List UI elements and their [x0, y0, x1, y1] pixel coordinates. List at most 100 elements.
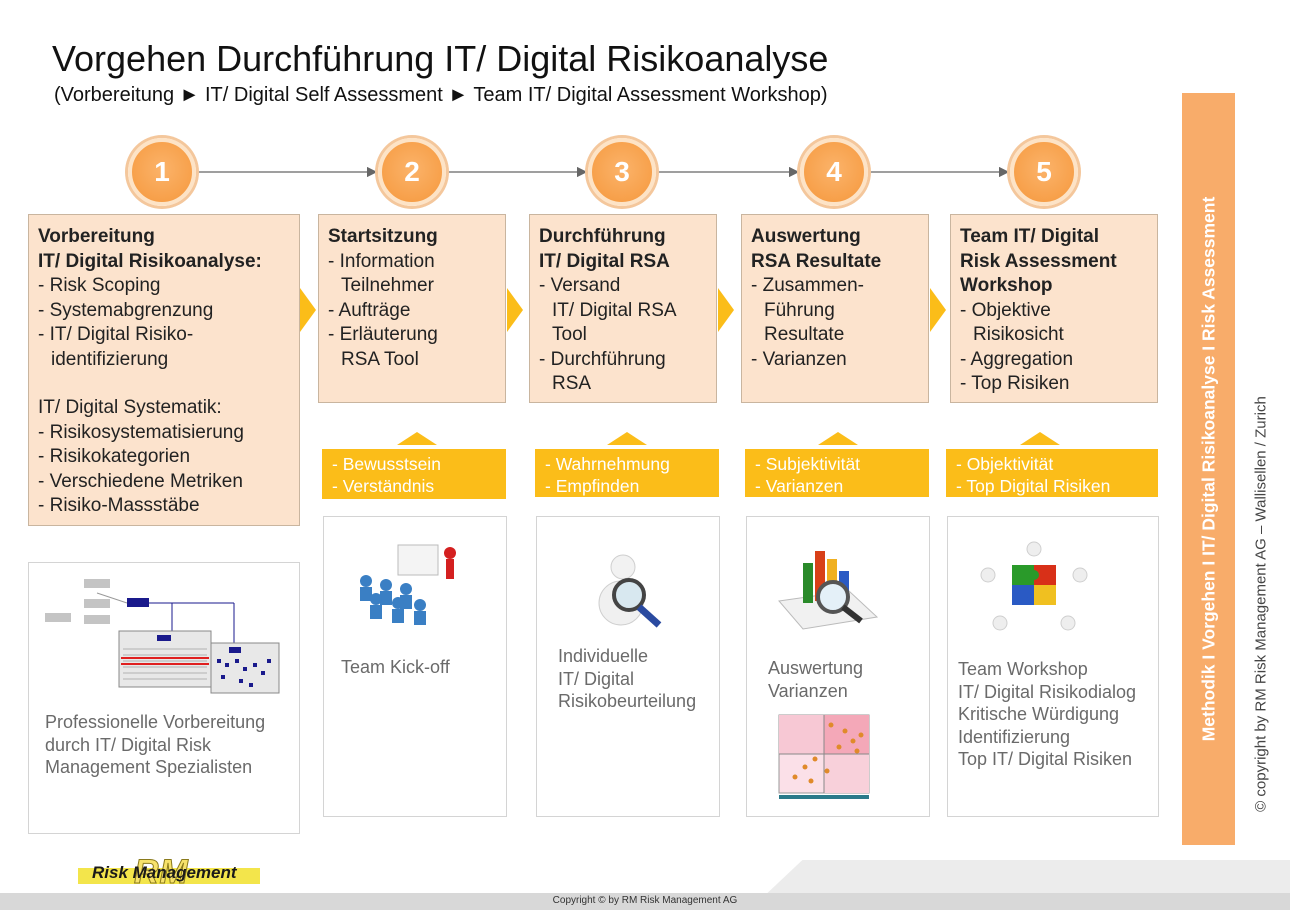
logo-bar — [78, 868, 260, 884]
step-bullet: - Risk Scoping — [38, 275, 161, 296]
callout-pointer — [397, 432, 437, 445]
step-bullet: Risikosicht — [973, 324, 1064, 345]
step-heading: Durchführung — [539, 226, 666, 247]
step-2-number: 2 — [378, 138, 446, 206]
card-caption-line: Identifizierung — [958, 726, 1071, 747]
chevron-right-icon — [507, 288, 523, 332]
side-band-label: Methodik I Vorgehen I IT/ Digital Risiko… — [1198, 196, 1218, 742]
card-caption-line: Varianzen — [768, 680, 848, 701]
callout-line: - Objektivität — [956, 454, 1054, 474]
step-heading: Team IT/ Digital — [960, 226, 1100, 247]
step-bullet: - IT/ Digital Risiko- — [38, 324, 194, 345]
step-bullet: - Risikosystematisierung — [38, 421, 244, 443]
step-bullet: - Risiko-Massstäbe — [38, 495, 200, 516]
page-subtitle: (Vorbereitung ► IT/ Digital Self Assessm… — [54, 84, 828, 106]
step-bullet: - Durchführung — [539, 348, 666, 370]
step-bullet: - Systemabgrenzung — [38, 299, 214, 321]
card-caption-line: Top IT/ Digital Risiken — [958, 749, 1133, 769]
step-bullet: - Information — [328, 250, 435, 272]
chevron-right-icon — [300, 288, 316, 332]
step-bullet: Führung — [764, 299, 835, 321]
step-bullet: Resultate — [764, 324, 845, 345]
callout-line: - Verständnis — [332, 476, 435, 496]
step-bullet: Tool — [552, 324, 587, 345]
card-caption-line: IT/ Digital — [558, 668, 635, 689]
team-meeting-illustration — [360, 544, 456, 625]
chevron-right-icon — [930, 288, 946, 332]
magnifier-figure-illustration — [598, 554, 662, 628]
card-caption-line: Professionelle Vorbereitung — [45, 712, 266, 732]
step-heading: IT/ Digital RSA — [539, 250, 670, 272]
callout-line: - Top Digital Risiken — [956, 476, 1111, 496]
step-bullet: Teilnehmer — [341, 275, 434, 296]
page-title: Vorgehen Durchführung IT/ Digital Risiko… — [52, 38, 829, 79]
step-5-number: 5 — [1010, 138, 1078, 206]
risk-matrix-thumbnail — [778, 714, 870, 799]
logo-mark: RM — [134, 853, 189, 892]
step-bullet: - Objektive — [960, 299, 1051, 321]
step-heading: Auswertung — [751, 226, 861, 247]
callout-line: - Bewusstsein — [332, 454, 441, 474]
step-heading: IT/ Digital Risikoanalyse: — [38, 250, 262, 272]
step-bullet: RSA Tool — [341, 348, 419, 370]
callout-pointer — [1020, 432, 1060, 445]
card-caption-line: Team Workshop — [958, 659, 1088, 679]
footer-copyright: Copyright © by RM Risk Management AG — [552, 895, 738, 906]
card-kickoff-text: Team Kick-off — [341, 656, 450, 679]
callout-step-2: - Bewusstsein- Verständnis — [322, 449, 506, 499]
step-bullet: identifizierung — [51, 348, 169, 370]
step-heading: RSA Resultate — [751, 250, 882, 272]
side-copyright: © copyright by RM Risk Management AG – W… — [1252, 396, 1270, 812]
spacer — [38, 372, 290, 396]
bar-chart-magnifier-illustration — [778, 551, 879, 630]
chevron-right-icon — [718, 288, 734, 332]
card-caption-line: Kritische Würdigung — [958, 704, 1120, 724]
step-bullet: - Versand — [539, 275, 621, 296]
callout-line: - Varianzen — [755, 476, 844, 496]
system-structure-illustration — [45, 579, 280, 694]
card-caption-line: IT/ Digital Risikodialog — [958, 681, 1137, 702]
step-heading: Risk Assessment — [960, 250, 1117, 272]
callout-step-4: - Subjektivität- Varianzen — [745, 449, 929, 497]
callout-step-3: - Wahrnehmung- Empfinden — [535, 449, 719, 497]
callout-step-5: - Objektivität- Top Digital Risiken — [946, 449, 1158, 497]
step-bullet: - Risikokategorien — [38, 446, 191, 467]
step-3-number: 3 — [588, 138, 656, 206]
step-heading: Workshop — [960, 275, 1053, 296]
step-bullet: - Aggregation — [960, 348, 1074, 370]
step-bullet: IT/ Digital Systematik: — [38, 397, 222, 418]
footer-bar — [0, 893, 1290, 910]
step-bullet: - Aufträge — [328, 299, 411, 321]
card-caption-line: Team Kick-off — [341, 657, 450, 677]
puzzle-team-illustration — [980, 541, 1088, 631]
step-4-number: 4 — [800, 138, 868, 206]
step-heading: Startsitzung — [328, 226, 438, 247]
callout-line: - Empfinden — [545, 476, 640, 496]
step-bullet: - Top Risiken — [960, 373, 1070, 394]
card-kickoff: Team Kick-off — [323, 516, 507, 817]
logo-text: Risk Management — [92, 863, 237, 882]
step-bullet: - Varianzen — [751, 348, 847, 370]
step-bullet: - Erläuterung — [328, 324, 438, 345]
card-caption-line: Auswertung — [768, 658, 864, 678]
step-bullet: - Verschiedene Metriken — [38, 470, 243, 492]
card-caption-line: Risikobeurteilung — [558, 691, 697, 711]
card-caption-line: durch IT/ Digital Risk — [45, 734, 212, 755]
callout-pointer — [607, 432, 647, 445]
callout-line: - Subjektivität — [755, 454, 861, 474]
step-1-number: 1 — [128, 138, 196, 206]
step-bullet: - Zusammen- — [751, 275, 864, 296]
